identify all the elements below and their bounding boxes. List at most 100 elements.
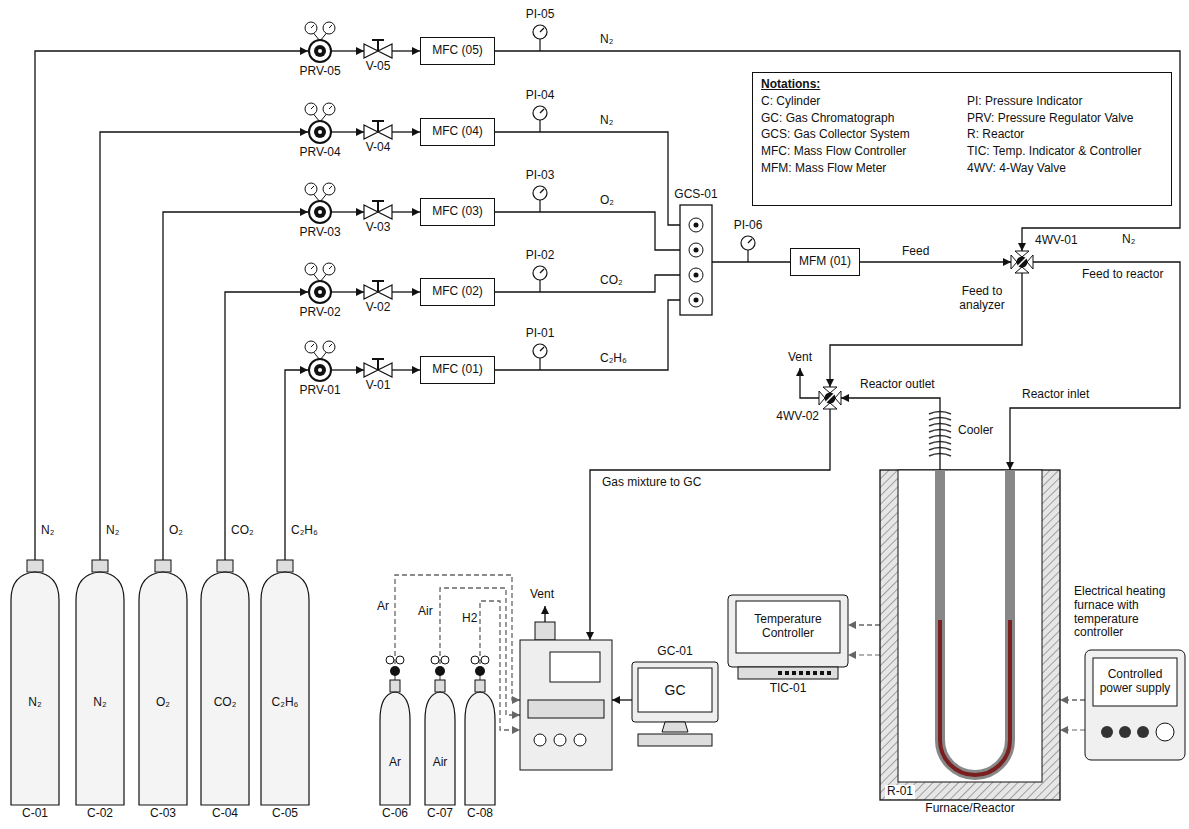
- gas-cylinder: C₂H₆C-05: [261, 560, 309, 805]
- box-label: MFM (01): [799, 255, 851, 269]
- pressure-regulator-shape: [308, 280, 332, 304]
- text-area: O₂: [139, 600, 187, 805]
- gas-cylinder-shape-part: [390, 666, 400, 676]
- pressure-regulator-shape-part: [305, 183, 317, 195]
- pressure-regulator: PRV-04: [308, 120, 332, 144]
- gas-line: [495, 275, 680, 292]
- pressure-gauge-part: [533, 344, 547, 358]
- pressure-gauge-part: [533, 186, 547, 200]
- pressure-gauge-part: [539, 39, 540, 51]
- needle-valve-shape-part: [372, 281, 384, 292]
- gas-chromatograph-shape-part: [554, 734, 566, 746]
- gas-collector-shape-part: [689, 218, 703, 232]
- pressure-regulator-shape-part: [323, 183, 335, 195]
- notation-entry: MFM: Mass Flow Meter: [761, 162, 957, 176]
- line-label: C₂H₆: [289, 524, 320, 538]
- gas-line: [392, 211, 420, 212]
- pressure-regulator-shape-part: [311, 186, 314, 189]
- needle-valve-shape: [364, 285, 392, 299]
- line-label: N₂: [104, 524, 121, 538]
- gas-line: [712, 261, 790, 262]
- gc-computer-shape-part: [638, 668, 712, 712]
- text-area: N₂: [11, 600, 59, 805]
- gas-cylinder-shape-part: [277, 560, 293, 572]
- pressure-regulator-shape-part: [314, 45, 326, 57]
- component-tag: GC-01: [657, 645, 692, 659]
- gas-cylinder-shape: [201, 560, 249, 805]
- needle-valve-shape-part: [372, 40, 384, 51]
- pressure-regulator-shape-part: [318, 290, 322, 294]
- gas-chromatograph-shape-part: [544, 606, 545, 622]
- line-label: N₂: [39, 524, 56, 538]
- gas-cylinder: O₂C-03: [139, 560, 187, 805]
- flow-controller-box: MFC (05): [420, 37, 495, 65]
- gas-cylinder-shape-part: [475, 680, 485, 692]
- gas-cylinder-shape: [11, 560, 59, 805]
- temperature-controller: Temperature ControllerTIC-01: [728, 595, 848, 680]
- notation-entry: MFC: Mass Flow Controller: [761, 145, 957, 159]
- pressure-regulator-shape-part: [323, 22, 335, 34]
- gas-cylinder-shape-part: [27, 560, 43, 572]
- temperature-controller-shape-part: [799, 671, 803, 675]
- needle-valve-shape-part: [372, 359, 384, 370]
- gas-collector-shape-part: [680, 205, 712, 315]
- pressure-regulator-shape-part: [314, 286, 326, 298]
- gas-cylinder: CO₂C-04: [201, 560, 249, 805]
- pressure-regulator-shape-part: [309, 40, 331, 62]
- four-way-valve-shape-part: [1018, 258, 1026, 266]
- text-area: Air: [425, 720, 455, 805]
- pressure-gauge-part: [540, 269, 544, 273]
- gas-collector: GCS-01: [680, 205, 712, 315]
- annotation-label: Vent: [786, 351, 814, 365]
- four-way-valve: 4WV-01: [1011, 251, 1033, 273]
- flow-controller-box: MFC (01): [420, 356, 495, 384]
- pressure-regulator-shape-part: [311, 25, 314, 28]
- component-tag: PRV-05: [299, 65, 340, 79]
- pressure-gauge-part: [540, 28, 544, 32]
- gas-cylinder-shape-part: [390, 680, 400, 692]
- line-label: H2: [460, 612, 479, 626]
- gas-collector-shape-part: [694, 248, 699, 253]
- temperature-controller-shape-part: [813, 671, 817, 675]
- pressure-regulator-shape-part: [309, 359, 331, 381]
- component-tag: C-02: [87, 807, 113, 821]
- pressure-regulator-shape-part: [329, 266, 332, 269]
- gas-line: [332, 369, 364, 370]
- gas-line: [495, 51, 1180, 251]
- pressure-gauge-part: [539, 358, 540, 370]
- signal-connector: [848, 624, 880, 625]
- flow-controller-box: MFM (01): [790, 248, 860, 276]
- gas-cylinder-shape: [261, 560, 309, 805]
- furnace-reactor-shape-part: [940, 470, 1010, 775]
- component-tag: PRV-03: [299, 226, 340, 240]
- pressure-gauge-part: [747, 250, 748, 262]
- pressure-regulator: PRV-03: [308, 200, 332, 224]
- pressure-regulator-shape-part: [314, 364, 326, 376]
- gas-cylinder-shape: [139, 560, 187, 805]
- gas-chromatograph-shape-part: [528, 700, 604, 718]
- temperature-controller-shape-part: [820, 671, 824, 675]
- gas-collector-shape-part: [694, 223, 699, 228]
- power-supply-shape-part: [1119, 726, 1131, 738]
- text-area: Controlled power supply: [1093, 658, 1177, 706]
- needle-valve: V-03: [364, 205, 392, 219]
- gas-line: [495, 212, 680, 250]
- line-label: N₂: [598, 33, 615, 47]
- line-label: Air: [416, 605, 435, 619]
- line-label: Ar: [375, 600, 391, 614]
- signal-line: [848, 654, 880, 655]
- gas-cylinder-shape-part: [435, 666, 445, 676]
- gas-line: [163, 212, 308, 560]
- annotation-label: N₂: [1120, 233, 1137, 247]
- gas-name: Ar: [389, 756, 401, 770]
- gas-cylinder-shape-part: [481, 656, 489, 664]
- display-text: Temperature Controller: [736, 613, 840, 641]
- power-supply-shape-part: [1085, 650, 1185, 760]
- temperature-controller-shape-part: [728, 595, 848, 667]
- four-way-valve-shape-part: [825, 393, 836, 404]
- component-tag: V-04: [366, 141, 391, 155]
- component-tag: C-08: [467, 807, 493, 821]
- box-label: MFC (01): [432, 363, 483, 377]
- gc-computer-shape-part: [632, 662, 718, 722]
